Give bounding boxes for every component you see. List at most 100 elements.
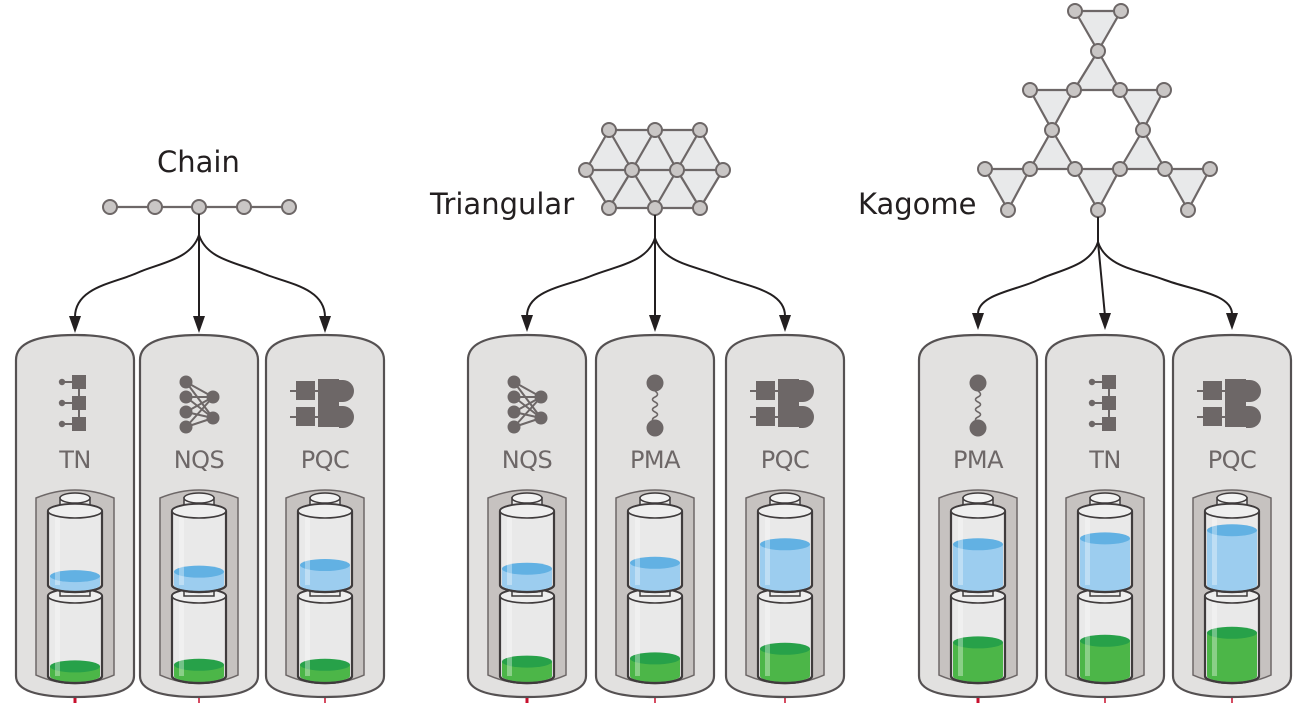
tensor-network-icon bbox=[1088, 375, 1116, 431]
lower-battery-green bbox=[498, 587, 556, 685]
lattice-node bbox=[147, 199, 163, 215]
neural-network-icon bbox=[179, 375, 220, 434]
battery-liquid-surface bbox=[1080, 532, 1130, 545]
quantum-circuit-icon bbox=[750, 379, 814, 428]
arrowhead-icon bbox=[69, 316, 81, 333]
arrowhead-icon bbox=[779, 315, 791, 332]
lattice-node bbox=[1067, 3, 1083, 19]
lattice-node bbox=[1112, 161, 1128, 177]
method-cell-tn: TN bbox=[1044, 333, 1166, 703]
battery-liquid bbox=[760, 544, 810, 591]
lattice-node bbox=[1156, 82, 1172, 98]
arrow-right bbox=[198, 234, 326, 318]
battery-rim bbox=[627, 503, 683, 519]
battery-liquid-surface bbox=[953, 636, 1003, 649]
quantum-circuit-icon bbox=[1197, 379, 1261, 428]
battery-liquid bbox=[1207, 632, 1257, 682]
tensor-network-icon bbox=[58, 375, 86, 431]
method-label: NQS bbox=[174, 446, 225, 474]
upper-battery-blue bbox=[626, 502, 684, 594]
arrow-center bbox=[1097, 241, 1106, 317]
battery-cap-top bbox=[309, 492, 341, 504]
battery-liquid bbox=[1080, 538, 1130, 591]
method-label: PQC bbox=[761, 446, 810, 474]
lattice-node bbox=[1112, 82, 1128, 98]
battery-cap-top bbox=[183, 492, 215, 504]
battery-rim bbox=[757, 503, 813, 519]
method-label: NQS bbox=[502, 446, 553, 474]
battery-liquid bbox=[502, 568, 552, 591]
arrow-right bbox=[654, 237, 786, 317]
lattice-node bbox=[647, 200, 663, 216]
lattice-node bbox=[236, 199, 252, 215]
kagome-arrows bbox=[972, 217, 1238, 330]
lattice-title-triangular: Triangular bbox=[429, 187, 574, 221]
battery-liquid bbox=[630, 562, 680, 591]
particle-pair-icon bbox=[646, 374, 664, 437]
arrowhead-icon bbox=[193, 316, 205, 333]
lower-battery-green bbox=[296, 587, 354, 685]
lower-battery-green bbox=[1076, 587, 1134, 685]
lattice-plaquette bbox=[1074, 51, 1120, 90]
battery-liquid bbox=[1207, 530, 1257, 591]
upper-battery-blue bbox=[46, 502, 104, 594]
chain-method-cells: TN NQS PQC bbox=[14, 333, 386, 703]
method-cell-nqs: NQS bbox=[466, 333, 588, 703]
lattice-node bbox=[1022, 82, 1038, 98]
arrowhead-icon bbox=[1099, 313, 1111, 330]
battery-liquid-surface bbox=[630, 556, 680, 569]
battery-liquid-surface bbox=[174, 658, 224, 671]
battery-liquid-surface bbox=[174, 565, 224, 578]
upper-battery-blue bbox=[170, 502, 228, 594]
battery-liquid-surface bbox=[300, 559, 350, 572]
method-label: PQC bbox=[1208, 446, 1257, 474]
battery-liquid-surface bbox=[1207, 626, 1257, 639]
lattice-node bbox=[1044, 122, 1060, 138]
arrow-right bbox=[1097, 241, 1233, 315]
lower-battery-green bbox=[1203, 587, 1261, 685]
lattice-node bbox=[624, 162, 640, 178]
upper-battery-blue bbox=[1076, 502, 1134, 594]
battery-liquid-surface bbox=[502, 562, 552, 575]
lattice-plaquette bbox=[985, 169, 1030, 210]
triangular-lattice bbox=[578, 122, 731, 216]
lattice-node bbox=[1090, 43, 1106, 59]
method-label: PQC bbox=[301, 446, 350, 474]
upper-battery-blue bbox=[296, 502, 354, 594]
lattice-node bbox=[1135, 122, 1151, 138]
method-cell-tn: TN bbox=[14, 333, 136, 703]
arrowhead-icon bbox=[972, 313, 984, 330]
neural-network-icon bbox=[507, 375, 548, 434]
lattice-node bbox=[1067, 161, 1083, 177]
battery-cap-top bbox=[59, 492, 91, 504]
upper-battery-blue bbox=[949, 502, 1007, 594]
lattice-node bbox=[715, 162, 731, 178]
battery-rim bbox=[47, 503, 103, 519]
lower-battery-green bbox=[949, 587, 1007, 685]
particle-pair-icon bbox=[969, 374, 987, 437]
battery-rim bbox=[171, 503, 227, 519]
lattice-node bbox=[1066, 82, 1082, 98]
method-label: PMA bbox=[953, 446, 1004, 474]
battery-liquid-surface bbox=[1207, 524, 1257, 537]
lattice-node bbox=[1180, 202, 1196, 218]
battery-cap-top bbox=[769, 492, 801, 504]
lattice-node bbox=[1000, 202, 1016, 218]
quantum-circuit-icon bbox=[290, 379, 354, 428]
method-cell-pqc: PQC bbox=[724, 333, 846, 703]
chain-lattice bbox=[102, 199, 297, 215]
chain-arrows bbox=[69, 214, 331, 333]
lattice-node bbox=[692, 122, 708, 138]
battery-liquid bbox=[1080, 640, 1130, 682]
lattice-plaquette bbox=[1075, 169, 1120, 210]
battery-rim bbox=[297, 503, 353, 519]
method-label: TN bbox=[58, 446, 91, 474]
triangular-arrows bbox=[521, 215, 791, 332]
battery-liquid bbox=[760, 648, 810, 682]
battery-liquid-surface bbox=[502, 655, 552, 668]
battery-liquid bbox=[953, 642, 1003, 682]
lattice-plaquette bbox=[1030, 130, 1075, 169]
